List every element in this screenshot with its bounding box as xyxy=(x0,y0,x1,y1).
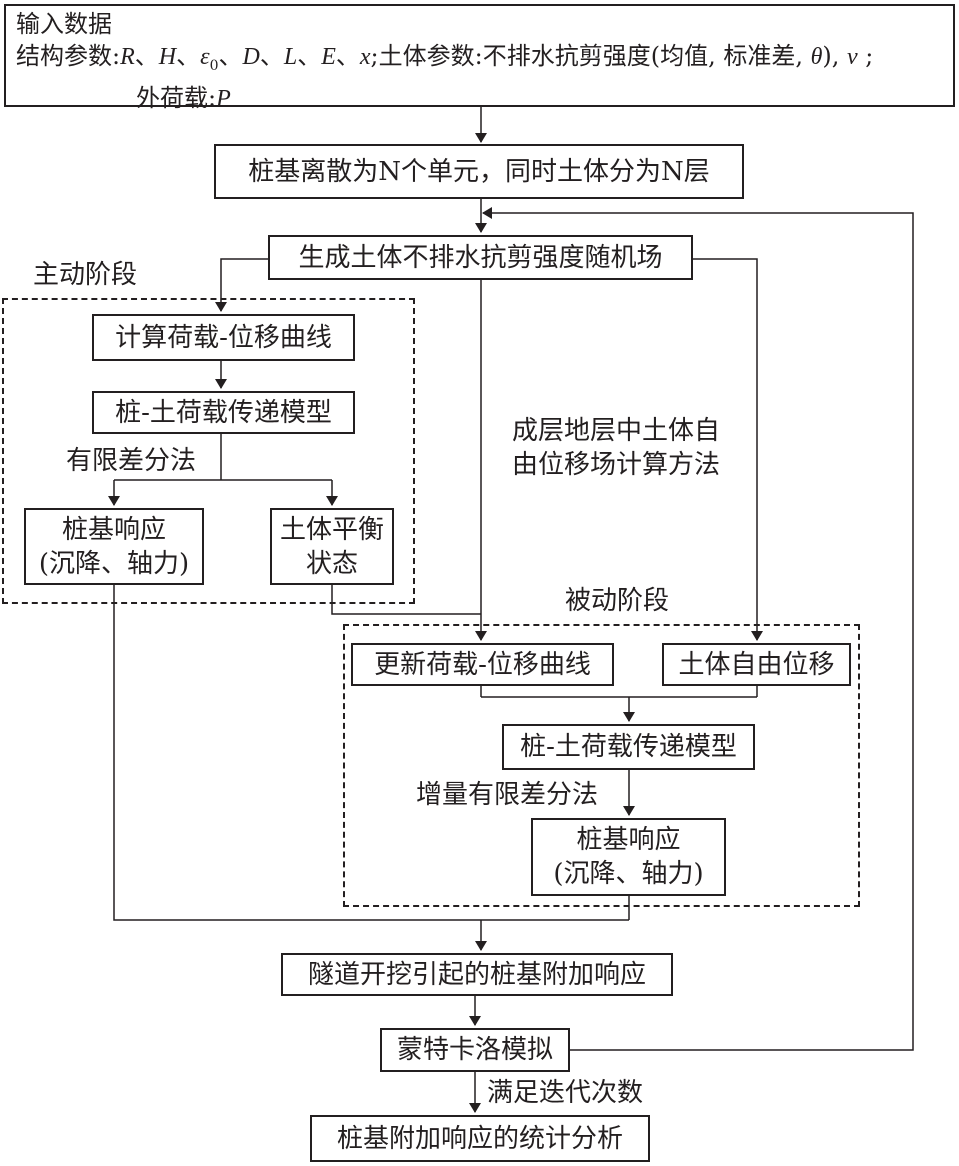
input-data-box: 输入数据 结构参数:R、H、ε0、D、L、E、x;土体参数:不排水抗剪强度(均值… xyxy=(4,4,955,112)
transfer-model-passive-box: 桩-土荷载传递模型 xyxy=(502,724,755,770)
incremental-fdm-label: 增量有限差分法 xyxy=(416,780,599,810)
soil-free-disp-box: 土体自由位移 xyxy=(662,643,851,686)
iteration-done-label: 满足迭代次数 xyxy=(487,1078,644,1108)
statistics-box: 桩基附加响应的统计分析 xyxy=(310,1115,650,1162)
soil-balance-box: 土体平衡 状态 xyxy=(270,508,394,585)
soil-label: ;土体参数:不排水抗剪强度(均值, 标准差, xyxy=(370,42,811,70)
calc-curve-box: 计算荷载-位移曲线 xyxy=(92,314,355,361)
loop-back-line xyxy=(482,207,914,1051)
discretize-box: 桩基离散为N个单元，同时土体分为N层 xyxy=(214,144,744,199)
load-label: 外荷载: xyxy=(136,83,217,112)
transfer-model-active-box: 桩-土荷载传递模型 xyxy=(92,391,355,434)
pile-response-passive-box: 桩基响应 (沉降、轴力) xyxy=(531,818,726,896)
line-pile-response-active-down xyxy=(113,585,629,921)
structural-label: 结构参数: xyxy=(16,42,121,70)
free-field-method-label: 成层地层中土体自 由位移场计算方法 xyxy=(512,416,721,480)
pile-response-active-box: 桩基响应 (沉降、轴力) xyxy=(24,508,204,585)
line-soil-balance-to-passive xyxy=(331,585,481,615)
monte-carlo-box: 蒙特卡洛模拟 xyxy=(380,1028,570,1072)
active-stage-label: 主动阶段 xyxy=(33,260,138,290)
additional-response-box: 隧道开挖引起的桩基附加响应 xyxy=(281,953,673,996)
arrow-random-to-free-disp xyxy=(693,258,763,641)
input-parameters-line: 结构参数:R、H、ε0、D、L、E、x;土体参数:不排水抗剪强度(均值, 标准差… xyxy=(16,42,874,74)
fdm-label: 有限差分法 xyxy=(66,446,197,476)
update-curve-box: 更新荷载-位移曲线 xyxy=(351,643,614,686)
input-load-line: 外荷载:P xyxy=(136,83,231,112)
arrow-random-to-calc xyxy=(215,258,268,312)
active-stage-region xyxy=(2,298,415,604)
passive-stage-region xyxy=(343,624,860,907)
passive-stage-label: 被动阶段 xyxy=(565,586,670,616)
input-title: 输入数据 xyxy=(16,10,112,38)
random-field-box: 生成土体不排水抗剪强度随机场 xyxy=(268,235,693,280)
